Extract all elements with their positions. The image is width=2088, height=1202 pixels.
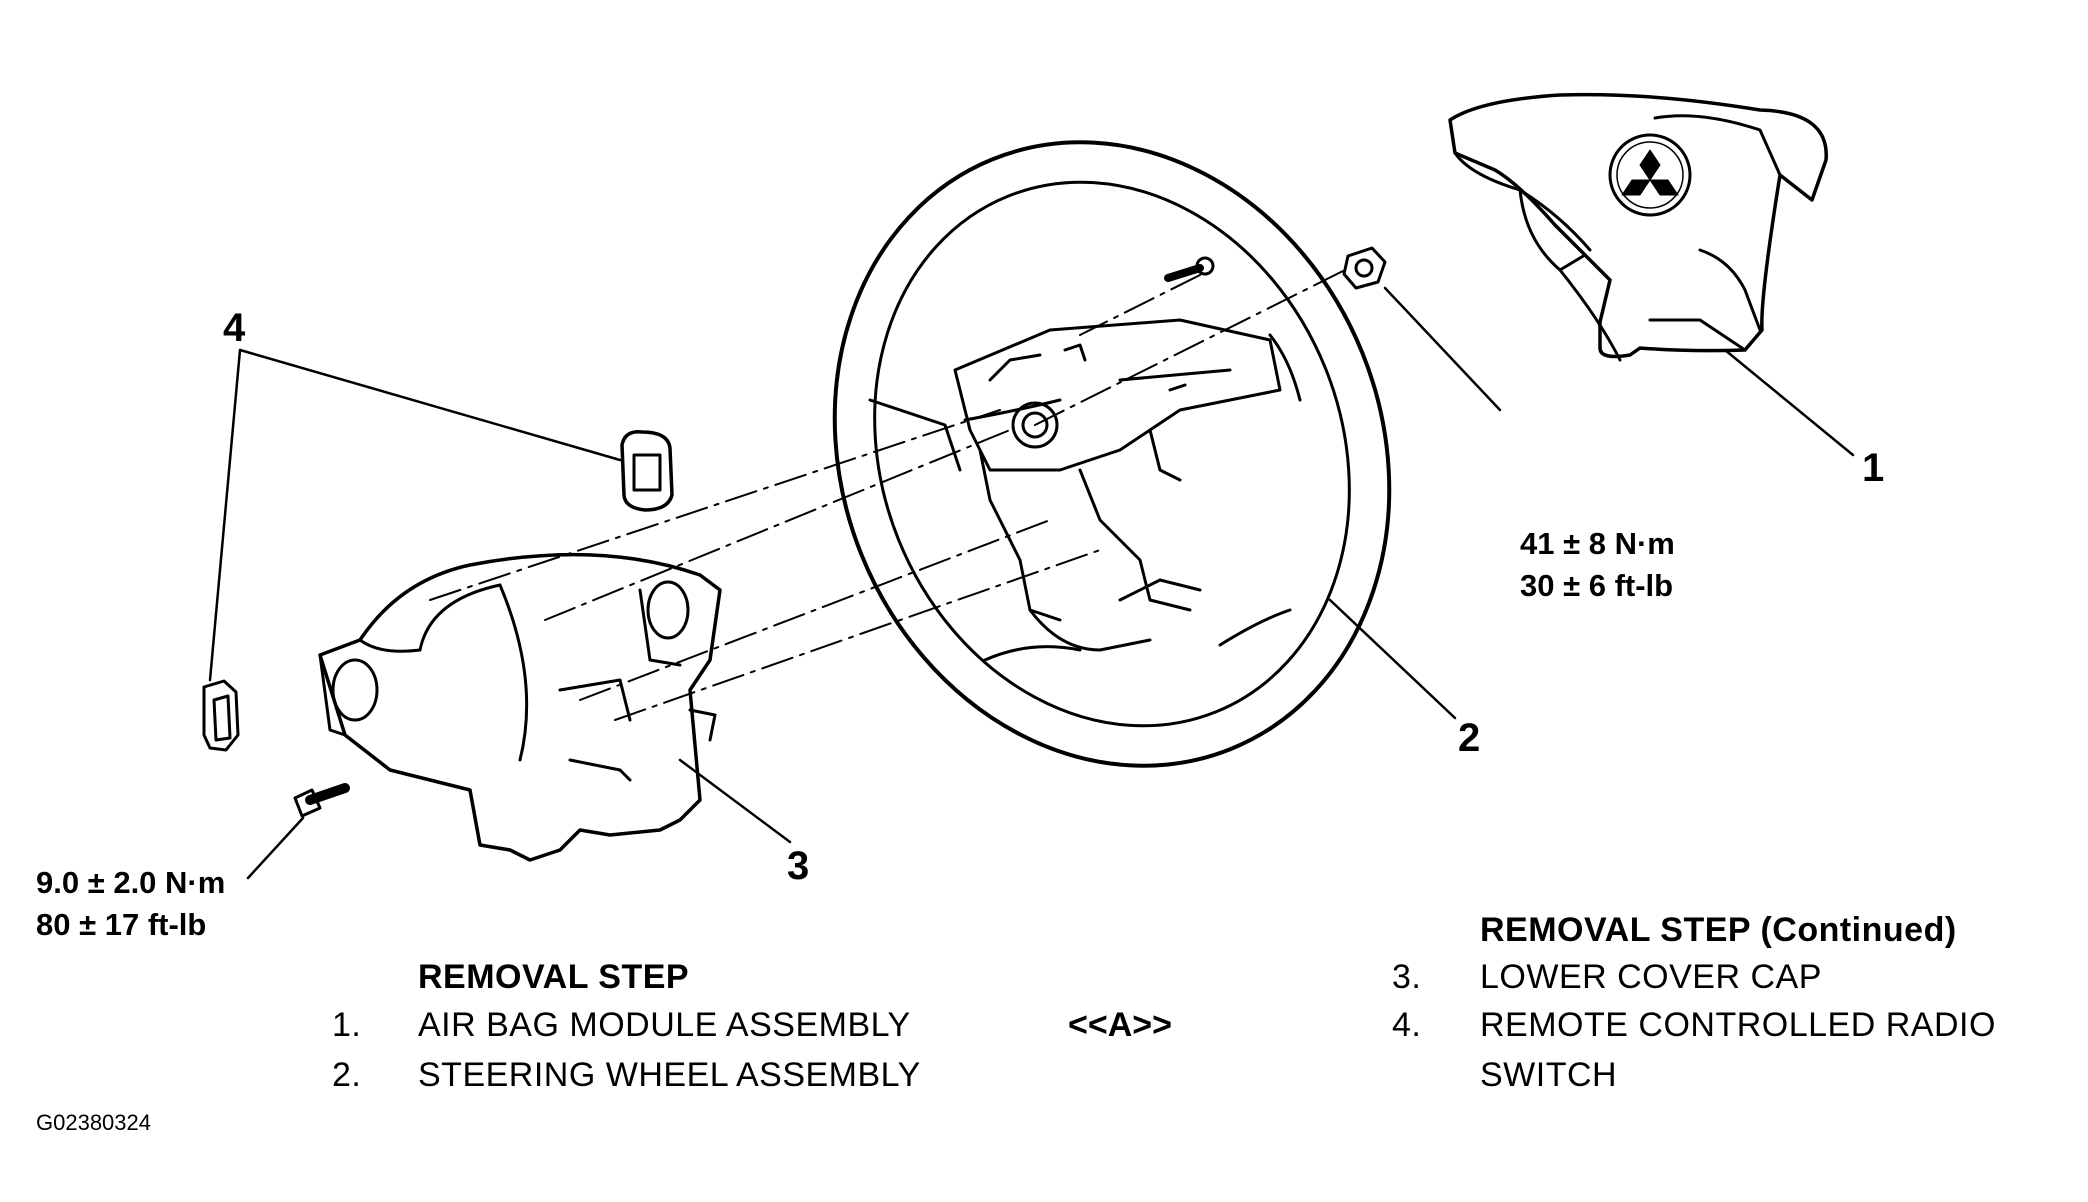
removal-step-3-label: LOWER COVER CAP: [1480, 958, 1822, 996]
removal-step-continued-heading: REMOVAL STEP (Continued): [1480, 911, 1957, 949]
callout-3-leader: [678, 758, 792, 844]
callout-2: 2: [1458, 716, 1481, 760]
steering-nut: [1342, 246, 1387, 290]
removal-step-2-label: STEERING WHEEL ASSEMBLY: [418, 1056, 921, 1094]
removal-step-4-label-continued: SWITCH: [1480, 1056, 1618, 1094]
assembly-lines: [429, 269, 1346, 721]
nut-torque-leader: [1383, 286, 1502, 412]
radio-switch-upper: [620, 430, 674, 512]
bolt-torque-leader: [246, 816, 305, 880]
cover-bolt-torque-ftlb: 80 ± 17 ft-lb: [36, 907, 207, 942]
callout-4-leaders: [208, 348, 622, 682]
steering-nut-torque-nm: 41 ± 8 N·m: [1520, 526, 1675, 561]
cover-bolt-torque-nm: 9.0 ± 2.0 N·m: [36, 865, 226, 900]
callout-2-leader: [1328, 598, 1457, 720]
steering-screw: [1164, 256, 1215, 282]
callout-3: 3: [787, 844, 810, 888]
removal-step-1-number: 1.: [332, 1006, 362, 1044]
air-bag-module: [1448, 92, 1828, 362]
callout-1-leader: [1723, 348, 1855, 457]
callout-1: 1: [1862, 446, 1885, 490]
removal-step-3-number: 3.: [1392, 958, 1422, 996]
removal-step-1-label: AIR BAG MODULE ASSEMBLY: [418, 1006, 911, 1044]
lower-cover: [318, 552, 722, 862]
figure-code: G02380324: [36, 1110, 151, 1135]
removal-step-2-number: 2.: [332, 1056, 362, 1094]
radio-switch-lower: [202, 679, 240, 752]
removal-step-4-label: REMOTE CONTROLLED RADIO: [1480, 1006, 1996, 1044]
callout-4: 4: [223, 306, 246, 350]
steering-wheel: [832, 140, 1392, 768]
cover-bolt: [293, 783, 350, 818]
steering-nut-torque-ftlb: 30 ± 6 ft-lb: [1520, 568, 1674, 603]
removal-step-1-reference: <<A>>: [1068, 1006, 1172, 1044]
removal-step-4-number: 4.: [1392, 1006, 1422, 1044]
removal-step-heading: REMOVAL STEP: [418, 958, 690, 996]
